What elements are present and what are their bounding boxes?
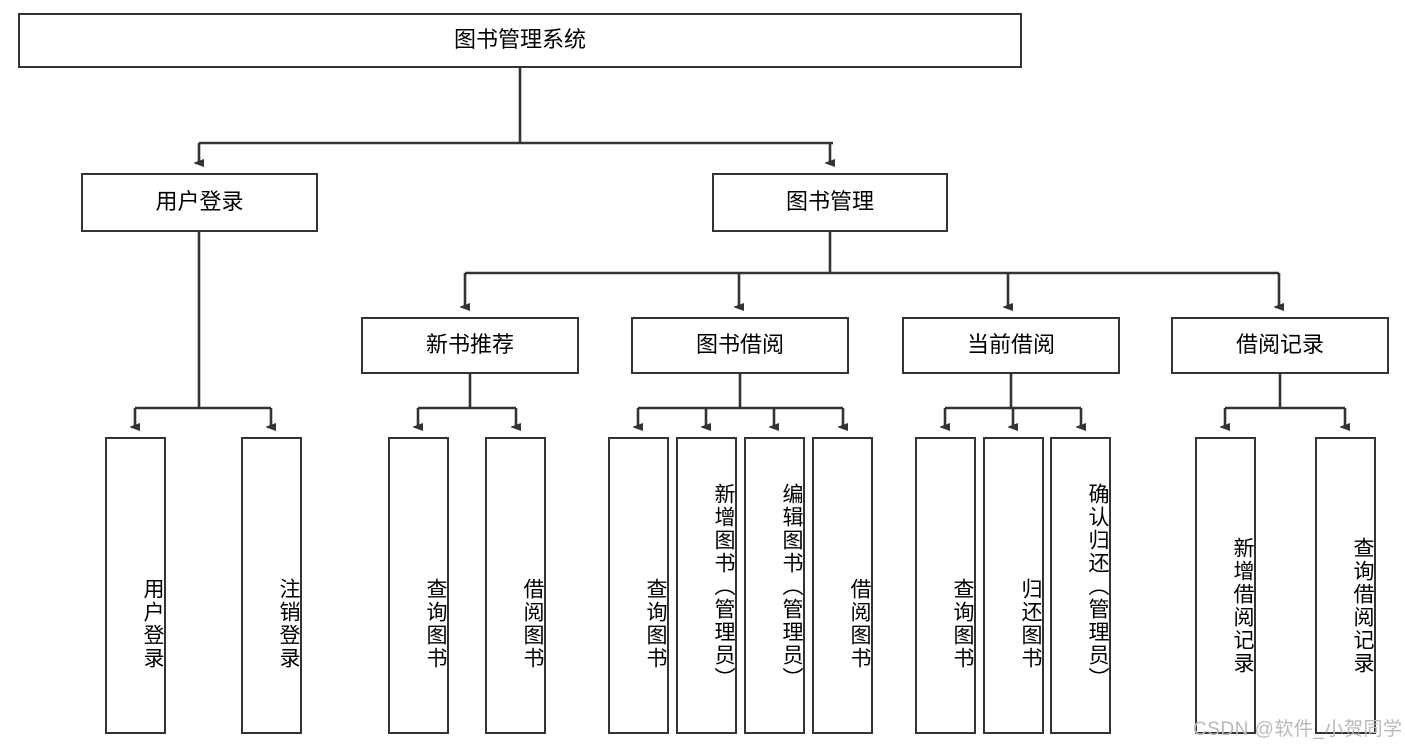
- node-borrow-record[interactable]: 借阅记录: [1171, 317, 1389, 374]
- node-book-management[interactable]: 图书管理: [712, 173, 948, 232]
- leaf-return-book[interactable]: 归还图书: [983, 437, 1044, 734]
- node-new-book-recommend[interactable]: 新书推荐: [361, 317, 579, 374]
- leaf-logout[interactable]: 注销登录: [241, 437, 302, 734]
- leaf-add-book-admin[interactable]: 新增图书（管理员）: [676, 437, 737, 734]
- leaf-query-book-current[interactable]: 查询图书: [915, 437, 976, 734]
- node-book-borrow[interactable]: 图书借阅: [631, 317, 849, 374]
- node-user-login[interactable]: 用户登录: [81, 173, 318, 232]
- leaf-query-book-borrow[interactable]: 查询图书: [608, 437, 669, 734]
- node-root[interactable]: 图书管理系统: [18, 13, 1022, 68]
- leaf-query-borrow-record[interactable]: 查询借阅记录: [1315, 437, 1376, 734]
- watermark-text: CSDN @软件_小贺同学: [1193, 719, 1403, 740]
- leaf-query-book-recommend[interactable]: 查询图书: [388, 437, 449, 734]
- leaf-borrow-book[interactable]: 借阅图书: [812, 437, 873, 734]
- leaf-add-borrow-record[interactable]: 新增借阅记录: [1195, 437, 1256, 734]
- node-current-borrow[interactable]: 当前借阅: [902, 317, 1120, 374]
- leaf-edit-book-admin[interactable]: 编辑图书（管理员）: [744, 437, 805, 734]
- leaf-borrow-book-recommend[interactable]: 借阅图书: [485, 437, 546, 734]
- leaf-user-login[interactable]: 用户登录: [105, 437, 166, 734]
- leaf-confirm-return-admin[interactable]: 确认归还（管理员）: [1050, 437, 1111, 734]
